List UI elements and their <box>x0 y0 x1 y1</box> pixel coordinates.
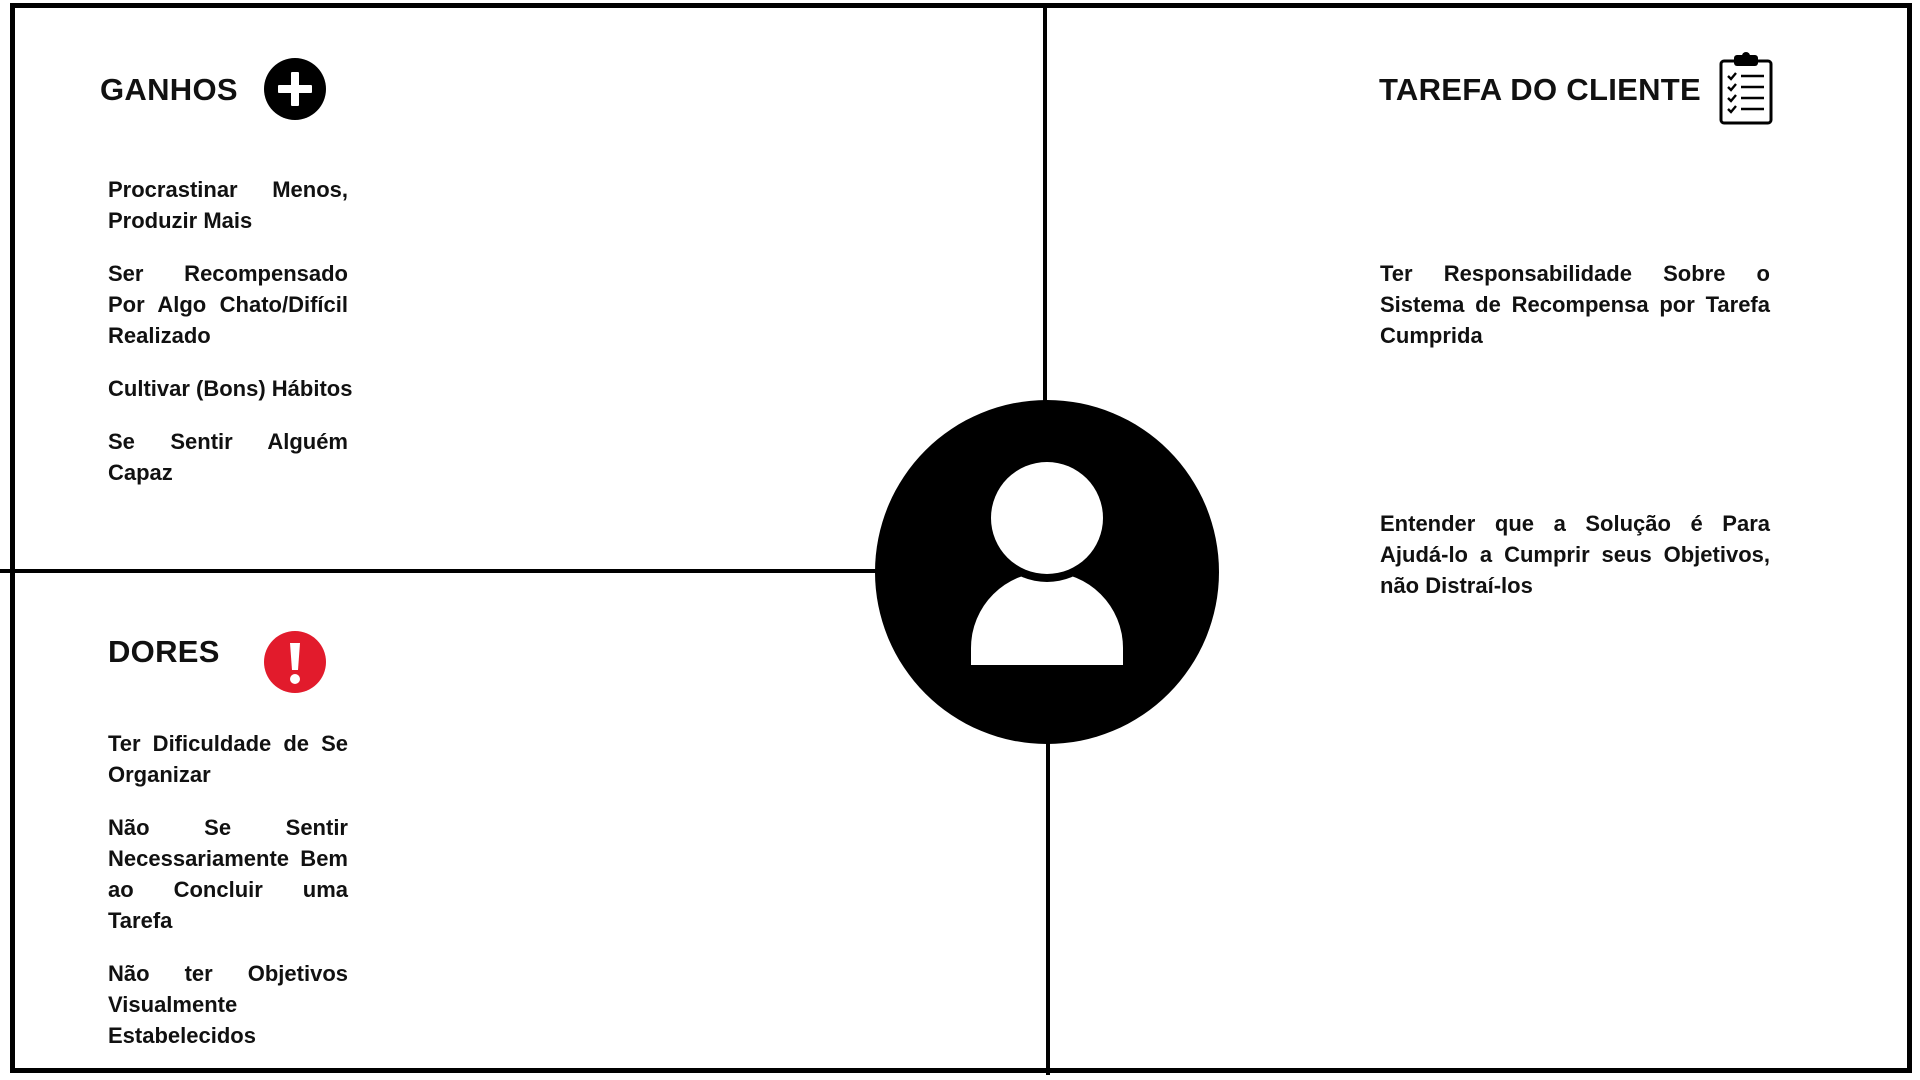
jobs-item: Ter Responsabilidade Sobre o Sistema de … <box>1380 261 1770 348</box>
pains-list: Ter Dificuldade de Se Organizar Não Se S… <box>108 728 348 1073</box>
jobs-item-1-block: Ter Responsabilidade Sobre o Sistema de … <box>1380 258 1770 373</box>
pains-item: Não Se Sentir Necessariamente Bem ao Con… <box>108 815 348 933</box>
divider-horizontal-left <box>0 569 880 573</box>
avatar-body-shape <box>971 572 1123 665</box>
user-avatar-icon <box>875 400 1219 744</box>
canvas-border <box>10 3 1912 1073</box>
plus-circle-icon <box>264 58 326 120</box>
gains-item: Procrastinar Menos, Produzir Mais <box>108 177 348 233</box>
jobs-item-2-block: Entender que a Solução é Para Ajudá-lo a… <box>1380 508 1770 623</box>
exclamation-circle-icon <box>264 631 326 693</box>
gains-item: Cultivar (Bons) Hábitos <box>108 376 353 401</box>
jobs-item: Entender que a Solução é Para Ajudá-lo a… <box>1380 511 1770 598</box>
pains-item: Não ter Objetivos Visualmente Estabeleci… <box>108 961 348 1048</box>
jobs-title: TAREFA DO CLIENTE <box>1379 72 1701 107</box>
gains-title: GANHOS <box>100 72 238 107</box>
clipboard-checklist-icon <box>1719 52 1773 125</box>
divider-vertical-top <box>1043 3 1047 405</box>
gains-item: Se Sentir Alguém Capaz <box>108 429 348 485</box>
divider-vertical-bottom <box>1046 740 1050 1075</box>
pains-item: Ter Dificuldade de Se Organizar <box>108 731 348 787</box>
pains-title: DORES <box>108 634 220 669</box>
gains-item: Ser Recompensado Por Algo Chato/Difícil … <box>108 261 348 348</box>
gains-list: Procrastinar Menos, Produzir Mais Ser Re… <box>108 174 353 510</box>
avatar-head-shape <box>991 462 1103 574</box>
